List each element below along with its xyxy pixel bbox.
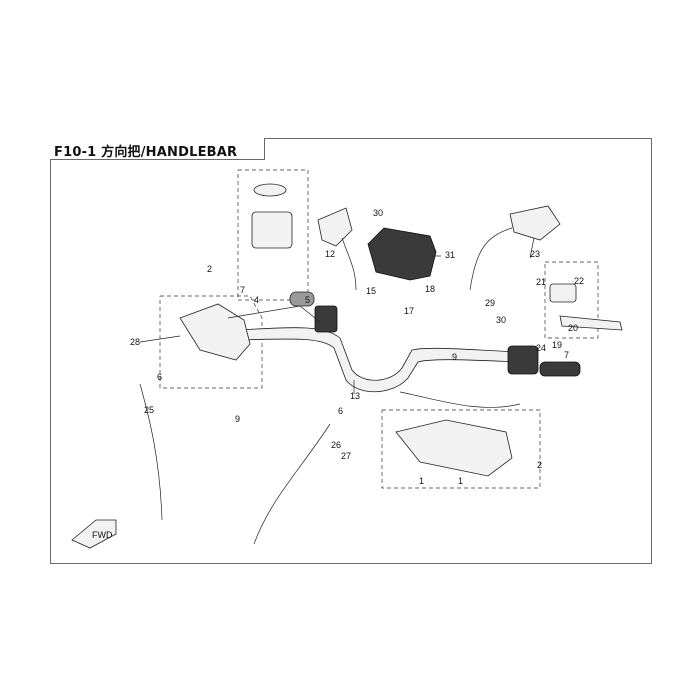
throttle-cable (139, 383, 163, 521)
callout-17: 17 (404, 306, 414, 316)
left-mirror (317, 207, 353, 247)
title-box: F10-1 方向把/HANDLEBAR (50, 138, 265, 160)
left-mirror-stem (341, 237, 357, 291)
callout-9b: 9 (452, 352, 457, 362)
callout-18: 18 (425, 284, 435, 294)
lever-group-box (544, 261, 599, 339)
callout-6b: 6 (338, 406, 343, 416)
leader-28 (139, 335, 181, 343)
choke-cable (253, 423, 331, 545)
callout-21: 21 (536, 277, 546, 287)
callout-15: 15 (366, 286, 376, 296)
callout-1: 1 (419, 476, 424, 486)
callout-12: 12 (325, 249, 335, 259)
left-switch-housing (314, 305, 338, 333)
right-mirror-stem (469, 227, 513, 291)
callout-30: 30 (373, 208, 383, 218)
callout-2b: 2 (537, 460, 542, 470)
callout-26: 26 (331, 440, 341, 450)
callout-6: 6 (157, 372, 162, 382)
callout-31: 31 (445, 250, 455, 260)
callout-22: 22 (574, 276, 584, 286)
callout-24: 24 (536, 343, 546, 353)
callout-4: 4 (254, 295, 259, 305)
callout-29: 29 (485, 298, 495, 308)
callout-27: 27 (341, 451, 351, 461)
callout-20: 20 (568, 323, 578, 333)
callout-9: 9 (235, 414, 240, 424)
callout-13: 13 (350, 391, 360, 401)
left-guard-bracket (227, 305, 321, 323)
leader-23 (529, 237, 535, 259)
handlebar-tube (239, 327, 521, 393)
right-guard-bracket (399, 391, 521, 408)
bar-cover (367, 227, 437, 281)
diagram-frame (50, 138, 652, 564)
brake-lever (559, 315, 623, 331)
left-hand-guard (179, 303, 251, 361)
callout-19: 19 (552, 340, 562, 350)
fwd-arrow (71, 519, 117, 549)
callout-5: 5 (305, 295, 310, 305)
callout-23: 23 (530, 249, 540, 259)
right-grip (539, 361, 581, 377)
ignition-switch (251, 211, 293, 249)
callout-1b: 1 (458, 476, 463, 486)
right-mirror (509, 205, 561, 241)
callout-2: 2 (207, 264, 212, 274)
callout-25: 25 (144, 405, 154, 415)
left-grip (289, 291, 315, 307)
callout-7: 7 (240, 285, 245, 295)
right-hand-guard (395, 419, 513, 477)
fwd-label: FWD (92, 530, 113, 540)
callout-7b: 7 (564, 350, 569, 360)
master-cylinder (549, 283, 577, 303)
callout-30b: 30 (496, 315, 506, 325)
switch-cap (253, 183, 287, 197)
right-switch-housing (507, 345, 539, 375)
page-title: F10-1 方向把/HANDLEBAR (54, 145, 238, 160)
left-guard-group-box (159, 295, 263, 389)
callout-28: 28 (130, 337, 140, 347)
right-guard-group-box (381, 409, 541, 489)
